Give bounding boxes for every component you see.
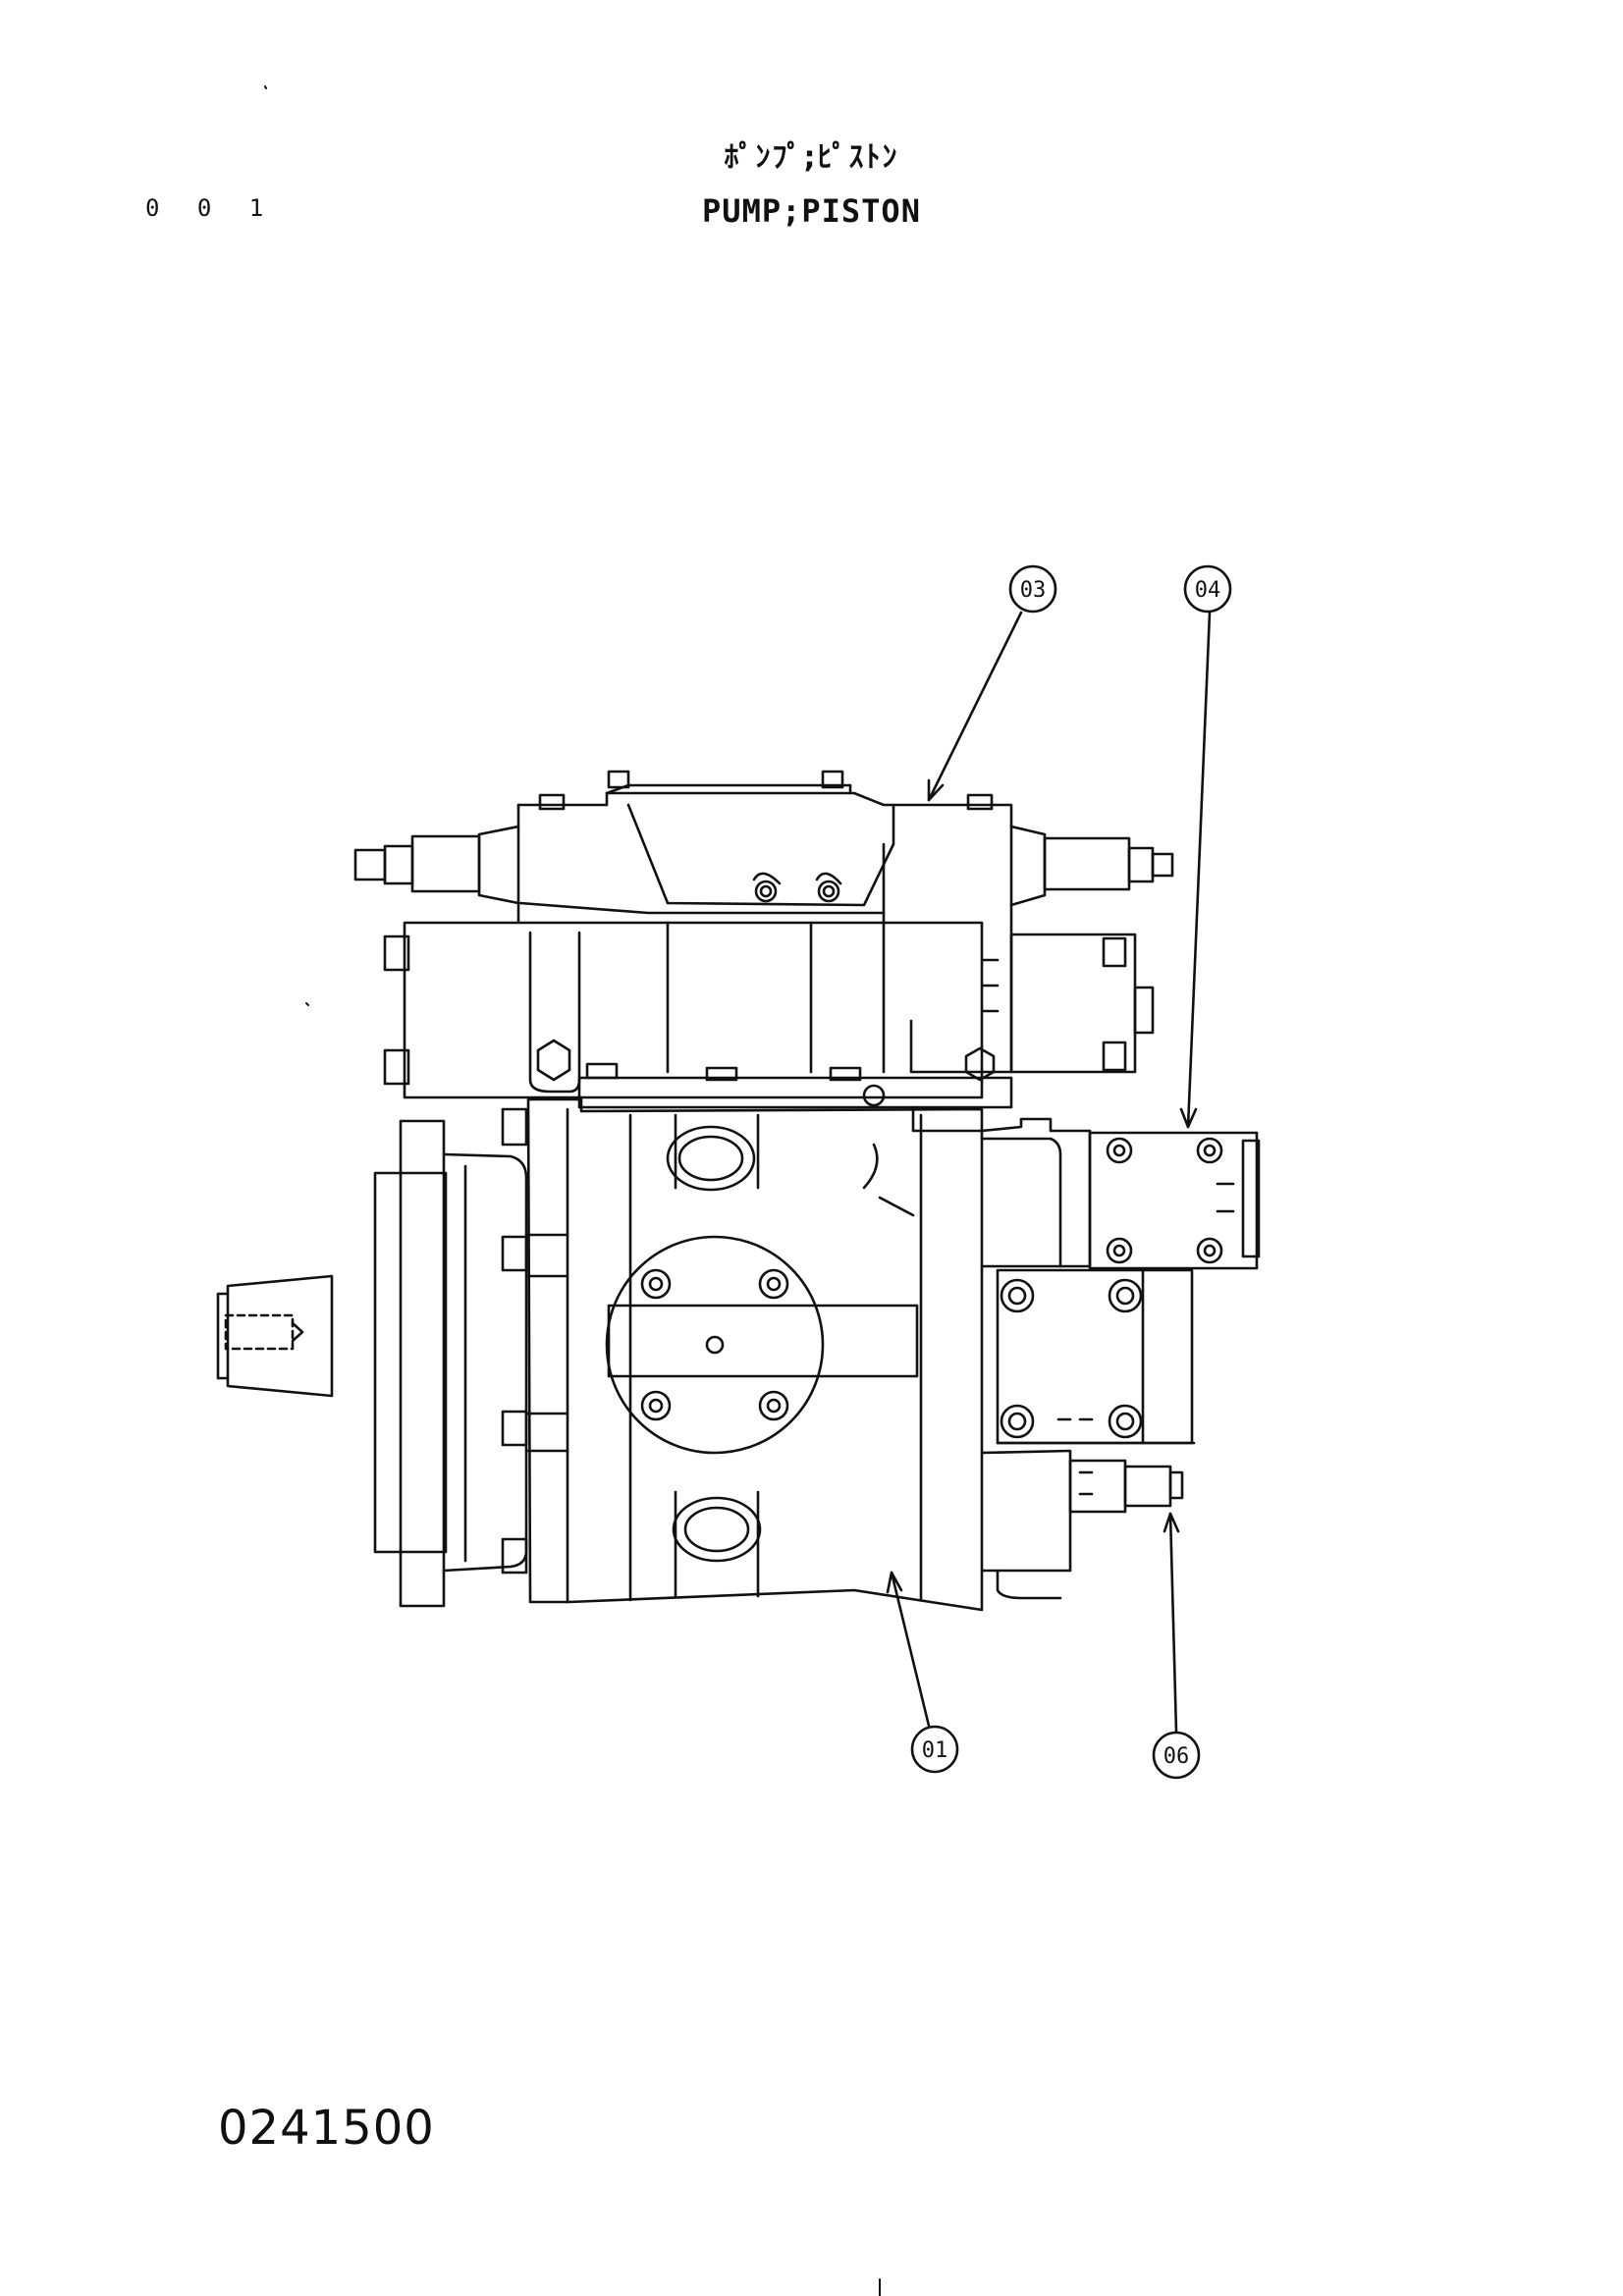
centre-cover — [605, 1235, 825, 1455]
callout-04 — [1179, 564, 1232, 1129]
callout-01 — [886, 1571, 959, 1774]
callout-06 — [1152, 1512, 1201, 1780]
drawing-number: 0241500 — [218, 2101, 435, 2156]
callout-04-label: 04 — [1195, 578, 1221, 603]
callout-01-label: 01 — [922, 1738, 948, 1763]
title-english: PUMP;PISTON — [702, 192, 921, 230]
scan-specks — [264, 85, 881, 2296]
page-number: 0 0 1 — [145, 194, 276, 222]
mounting-flange — [373, 1119, 528, 1608]
lower-valve — [980, 1449, 1184, 1600]
pump-housing — [501, 1097, 984, 1612]
title-japanese: ﾎﾟﾝﾌﾟ;ﾋﾟｽﾄﾝ — [724, 140, 899, 175]
top-valve-block — [353, 770, 1174, 1133]
solenoid-block — [996, 1268, 1196, 1445]
right-regulator — [980, 1117, 1261, 1270]
drive-shaft — [216, 1274, 334, 1398]
callout-03-label: 03 — [1020, 578, 1047, 603]
callout-06-label: 06 — [1163, 1744, 1190, 1769]
callout-03 — [927, 564, 1057, 802]
